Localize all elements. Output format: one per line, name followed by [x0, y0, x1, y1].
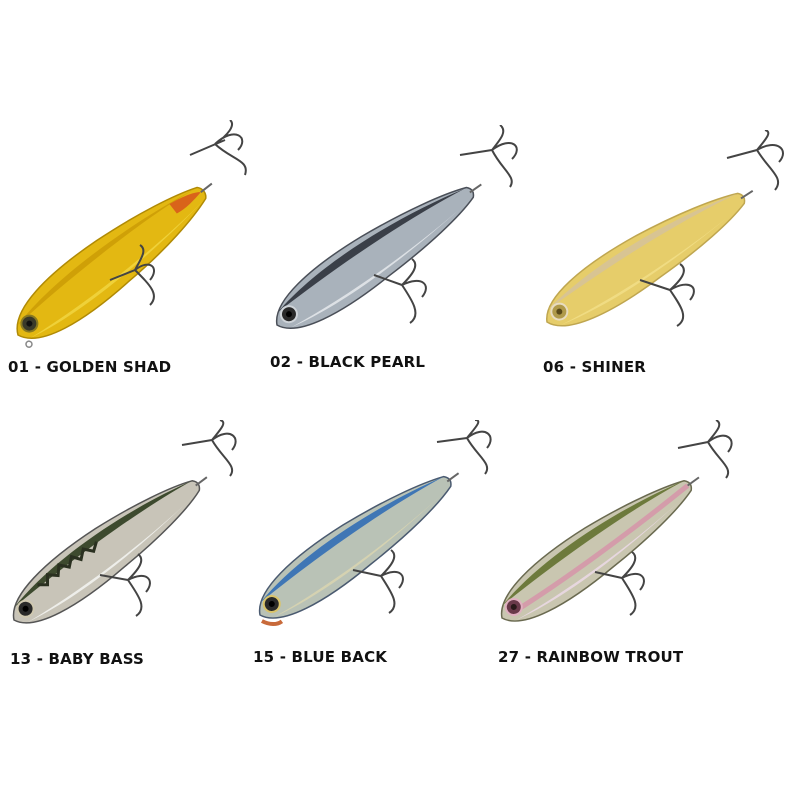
lure-label: 15 - BLUE BACK — [253, 648, 388, 666]
treble-hook-icon — [352, 420, 492, 614]
lure-image-black-pearl — [276, 125, 518, 329]
lure-item-black-pearl: 02 - BLACK PEARL — [262, 125, 537, 385]
lure-image-blue-back — [258, 420, 492, 627]
treble-hook-icon — [99, 420, 237, 617]
lure-label: 27 - RAINBOW TROUT — [498, 648, 684, 666]
lure-label: 02 - BLACK PEARL — [270, 353, 426, 371]
treble-hook-icon — [639, 130, 784, 327]
lure-item-blue-back: 15 - BLUE BACK — [245, 420, 515, 680]
treble-hook-icon — [109, 120, 247, 306]
lure-image-golden-shad — [16, 120, 247, 348]
lure-label: 06 - SHINER — [543, 358, 647, 376]
lure-image-baby-bass — [12, 420, 237, 624]
lure-item-shiner: 06 - SHINER — [535, 130, 800, 390]
lure-item-golden-shad: 01 - GOLDEN SHAD — [0, 120, 270, 380]
lure-image-shiner — [546, 130, 784, 327]
lure-image-rainbow-trout — [500, 420, 733, 622]
treble-hook-icon — [594, 420, 733, 616]
lure-item-rainbow-trout: 27 - RAINBOW TROUT — [490, 420, 760, 680]
lure-label: 13 - BABY BASS — [10, 650, 145, 668]
treble-hook-icon — [373, 125, 518, 324]
lure-item-baby-bass: 13 - BABY BASS — [0, 420, 260, 680]
lure-body — [500, 479, 693, 622]
lure-label: 01 - GOLDEN SHAD — [8, 358, 172, 376]
